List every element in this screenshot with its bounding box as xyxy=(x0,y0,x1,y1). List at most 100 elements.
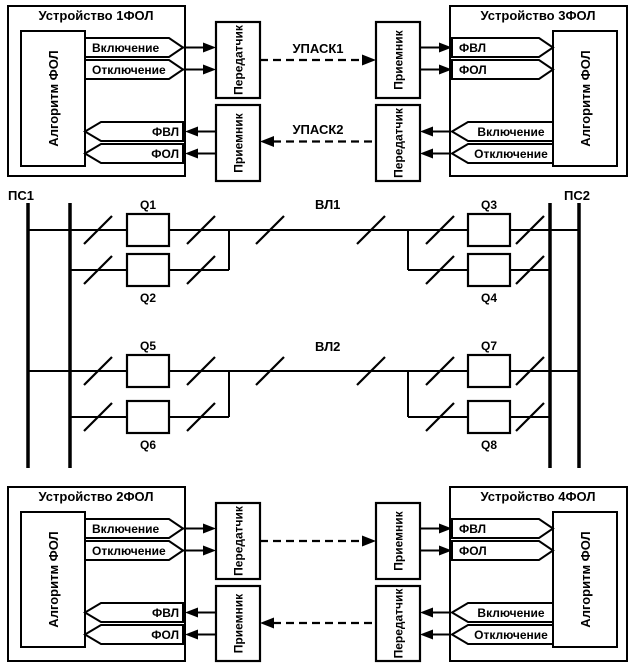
device1-cmd-off-tag xyxy=(84,59,185,80)
breaker-q7-label: Q7 xyxy=(481,339,497,353)
d3-sig-fvl-arrowhead xyxy=(439,42,452,53)
transmitter2-label: Передатчик xyxy=(232,505,246,576)
transmitter4-label: Передатчик xyxy=(392,588,406,659)
upask1-arrowhead xyxy=(362,54,376,66)
d2-sig-fol-arrowhead xyxy=(185,629,198,640)
breaker-q3-box xyxy=(466,212,512,248)
receiver1-label: Приемник xyxy=(232,112,246,172)
vl2-label: ВЛ2 xyxy=(315,339,340,354)
receiver4-box xyxy=(374,501,422,581)
device2-cmd-off-tag xyxy=(84,540,185,561)
d2-cmd-off-arrowhead xyxy=(203,545,216,556)
device3-cmd-on-tag xyxy=(450,121,554,142)
device2-title: Устройство 2ФОЛ xyxy=(39,489,154,504)
device3-algorithm-label: Алгоритм ФОЛ xyxy=(578,50,593,146)
device1-cmd-on-tag xyxy=(84,37,185,58)
d4-sig-fol-arrowhead xyxy=(439,545,452,556)
disconnector-icon xyxy=(356,356,386,386)
receiver2-box xyxy=(214,584,262,663)
device2-cmd-on-label: Включение xyxy=(92,522,159,536)
device2-cmd-on-tag xyxy=(84,518,185,539)
device2-algorithm-label: Алгоритм ФОЛ xyxy=(46,531,61,627)
transmitter1-label: Передатчик xyxy=(232,24,246,95)
device2-sig-fvl-label: ФВЛ xyxy=(152,606,179,620)
disconnector-icon xyxy=(83,255,113,285)
device3-cmd-off-tag xyxy=(450,143,554,164)
device3-sig-fvl-label: ФВЛ xyxy=(459,41,486,55)
device1-cmd-on-label: Включение xyxy=(92,41,159,55)
disconnector-icon xyxy=(515,402,545,432)
device3-cmd-off-label: Отключение xyxy=(474,147,548,161)
disconnector-icon xyxy=(255,356,285,386)
top-link-section: Устройство 1ФОЛ Алгоритм ФОЛ Включение О… xyxy=(7,5,628,183)
device2-cmd-off-label: Отключение xyxy=(92,544,166,558)
d4-cmd-on-arrowhead xyxy=(420,607,433,618)
breaker-q4-box xyxy=(466,252,512,288)
disconnector-icon xyxy=(83,215,113,245)
vl1-disconnectors xyxy=(83,215,545,285)
disconnector-icon xyxy=(515,356,545,386)
d2-sig-fvl-arrowhead xyxy=(185,607,198,618)
disconnector-icon xyxy=(425,402,455,432)
d1-sig-fol-arrowhead xyxy=(185,148,198,159)
device4-sig-fol-tag xyxy=(451,540,555,561)
disconnector-icon xyxy=(83,356,113,386)
receiver3-box xyxy=(374,20,422,100)
device1-sig-fol-tag xyxy=(83,143,184,164)
device4-sig-fol-label: ФОЛ xyxy=(459,544,487,558)
disconnector-icon xyxy=(255,215,285,245)
receiver3-label: Приемник xyxy=(392,29,406,89)
ps2-label: ПС2 xyxy=(564,188,590,203)
receiver2-label: Приемник xyxy=(232,593,246,653)
device2-sig-fol-label: ФОЛ xyxy=(151,628,179,642)
breaker-q5-label: Q5 xyxy=(140,339,156,353)
breaker-q8-label: Q8 xyxy=(481,438,497,452)
device2-sig-fol-tag xyxy=(83,624,184,645)
disconnector-icon xyxy=(515,215,545,245)
power-grid-section: ПС1 ПС2 ВЛ1 Q1 Q2 Q3 Q4 xyxy=(8,188,590,468)
bottom-link-section: Устройство 2ФОЛ Алгоритм ФОЛ Включение О… xyxy=(7,486,628,663)
breaker-q3-label: Q3 xyxy=(481,198,497,212)
transmitter4-box xyxy=(374,584,422,663)
breaker-q4-label: Q4 xyxy=(481,291,497,305)
device4-sig-fvl-tag xyxy=(451,518,555,539)
breaker-q1-label: Q1 xyxy=(140,198,156,212)
device4-algorithm-label: Алгоритм ФОЛ xyxy=(578,531,593,627)
disconnector-icon xyxy=(83,402,113,432)
disconnector-icon xyxy=(425,255,455,285)
device2-algorithm-box xyxy=(20,511,86,648)
transmitter3-label: Передатчик xyxy=(392,107,406,178)
breaker-q6-label: Q6 xyxy=(140,438,156,452)
bottom-forward-arrowhead xyxy=(362,535,376,547)
device3-algorithm-box xyxy=(552,30,618,167)
transmitter3-box xyxy=(374,103,422,183)
disconnector-icon xyxy=(515,255,545,285)
vl1-label: ВЛ1 xyxy=(315,197,340,212)
d2-cmd-on-arrowhead xyxy=(203,523,216,534)
disconnector-icon xyxy=(186,215,216,245)
device3-cmd-on-label: Включение xyxy=(477,125,544,139)
breaker-q8-box xyxy=(466,399,512,435)
device1-sig-fvl-label: ФВЛ xyxy=(152,125,179,139)
upask2-arrowhead xyxy=(260,136,274,147)
device1-sig-fvl-tag xyxy=(83,121,184,142)
device4-cmd-off-tag xyxy=(450,624,554,645)
device1-title: Устройство 1ФОЛ xyxy=(39,8,154,23)
device4-cmd-on-tag xyxy=(450,602,554,623)
device3-sig-fvl-tag xyxy=(451,37,555,58)
breaker-q2-label: Q2 xyxy=(140,291,156,305)
bottom-reverse-arrowhead xyxy=(260,617,274,629)
device4-sig-fvl-label: ФВЛ xyxy=(459,522,486,536)
upask2-label: УПАСК2 xyxy=(292,122,343,137)
d1-sig-fvl-arrowhead xyxy=(185,126,198,137)
device1-cmd-off-label: Отключение xyxy=(92,63,166,77)
disconnector-icon xyxy=(186,402,216,432)
device2-sig-fvl-tag xyxy=(83,602,184,623)
breaker-q1-box xyxy=(125,212,171,248)
device1-algorithm-label: Алгоритм ФОЛ xyxy=(46,50,61,146)
device3-sig-fol-tag xyxy=(451,59,555,80)
device4-cmd-off-label: Отключение xyxy=(474,628,548,642)
disconnector-icon xyxy=(356,215,386,245)
d3-cmd-off-arrowhead xyxy=(420,148,433,159)
